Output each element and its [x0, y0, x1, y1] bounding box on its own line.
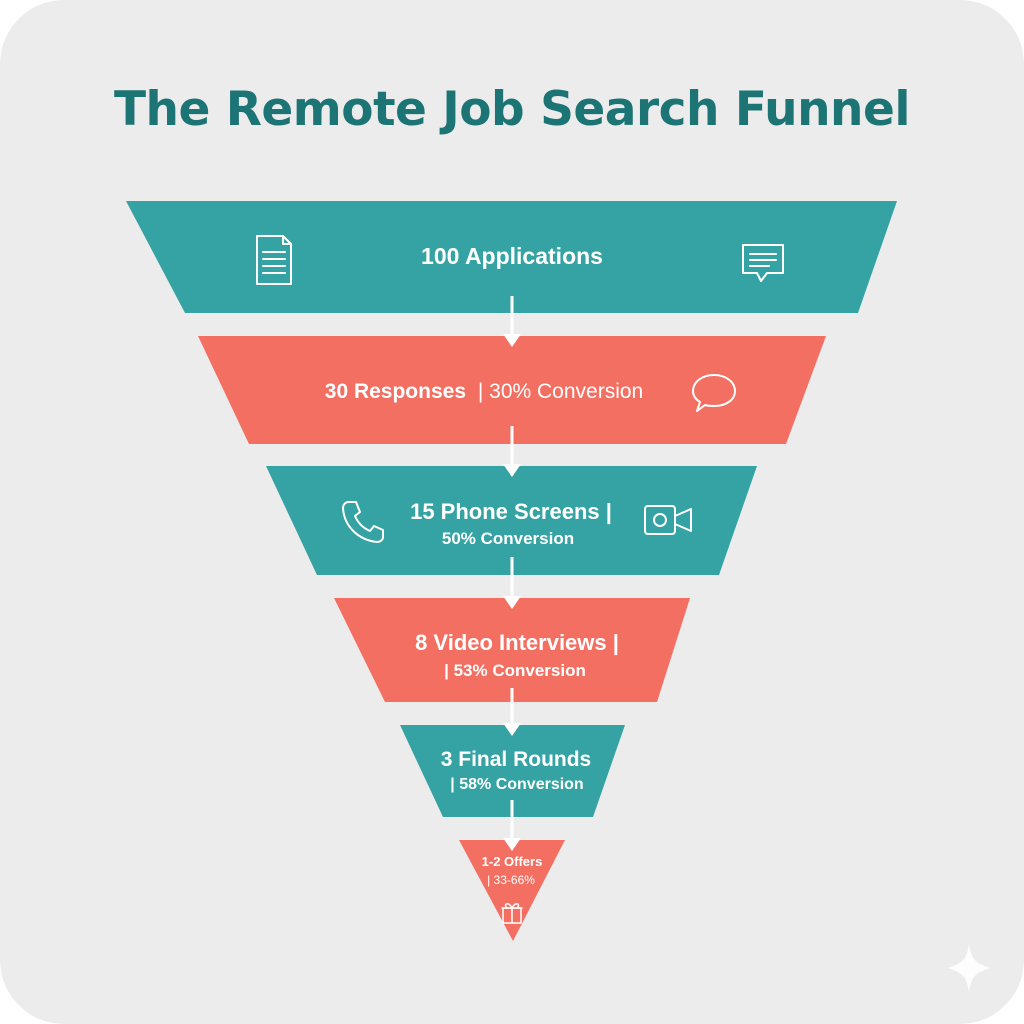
phone-icon [342, 501, 384, 543]
funnel-stage-1: 100 Applications [126, 201, 897, 313]
flow-arrow [503, 800, 521, 851]
stage-5-conversion: | 58% Conversion [450, 776, 583, 793]
stage-6-conversion: | 33-66% [487, 873, 535, 887]
stage-2-label: 30 Responses [325, 380, 466, 403]
page-title: The Remote Job Search Funnel [113, 82, 911, 137]
stage-6-label: 1-2 Offers [482, 854, 543, 869]
flow-arrow [503, 296, 521, 347]
speech-bubble-icon [692, 374, 736, 412]
funnel-stage-3: 15 Phone Screens | 50% Conversion [266, 466, 757, 575]
stage-2-text: 30 Responses | 30% Conversion [325, 380, 643, 403]
stage-1-label: 100 Applications [421, 243, 603, 269]
stage-3-conversion: 50% Conversion [442, 529, 574, 548]
video-camera-icon [644, 505, 692, 535]
flow-arrow [503, 688, 521, 736]
funnel-stage-6: 1-2 Offers | 33-66% [459, 840, 565, 941]
stage-5-label: 3 Final Rounds [441, 748, 592, 771]
stage-3-label: 15 Phone Screens | [410, 499, 612, 524]
flow-arrow [503, 557, 521, 609]
funnel-segment [334, 598, 690, 702]
stage-4-label: 8 Video Interviews | [415, 630, 619, 655]
funnel-stage-2: 30 Responses | 30% Conversion [198, 336, 826, 444]
funnel-segment [126, 201, 897, 313]
stage-4-conversion: | 53% Conversion [444, 661, 586, 680]
funnel-segment [400, 725, 625, 817]
message-box-icon [742, 244, 784, 282]
gift-icon [501, 903, 523, 924]
document-icon [256, 235, 292, 285]
funnel-segment [459, 840, 565, 941]
funnel-stage-4: 8 Video Interviews | | 53% Conversion [334, 598, 690, 702]
stage-2-conversion: | 30% Conversion [478, 380, 643, 403]
funnel-segment [266, 466, 757, 575]
funnel-stage-5: 3 Final Rounds | 58% Conversion [400, 725, 625, 817]
sparkle-icon [947, 944, 991, 992]
flow-arrow [503, 426, 521, 477]
funnel-segment [198, 336, 826, 444]
flow-arrows [503, 296, 521, 851]
